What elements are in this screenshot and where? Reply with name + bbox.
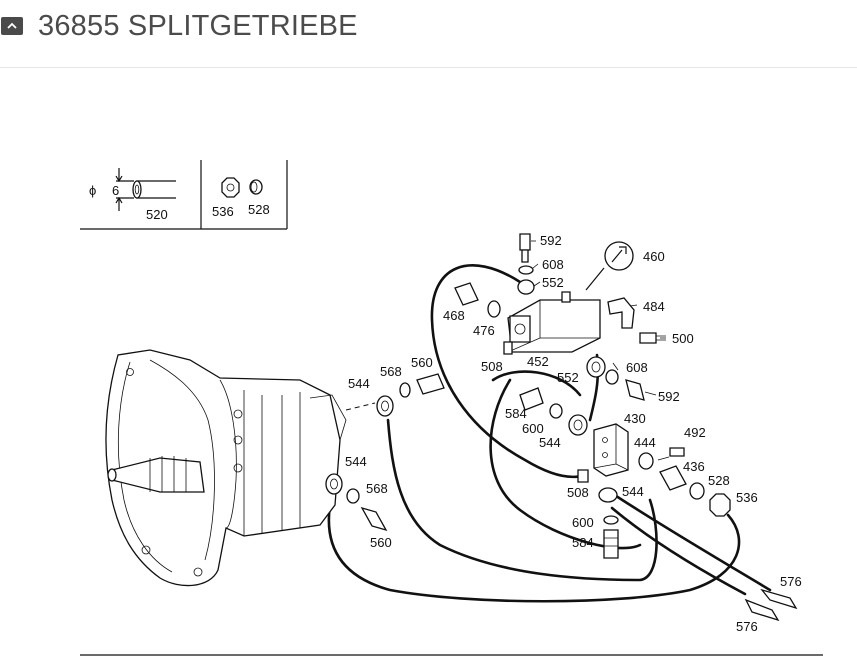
callout-560-b: 560	[370, 535, 392, 550]
hose-lines	[327, 264, 772, 603]
exploded-view-drawing: ϕ 6 520 536 528	[80, 160, 823, 656]
wrench-tool-icon	[585, 241, 634, 291]
page-title: 36855 SPLITGETRIEBE	[38, 10, 358, 42]
callout-584-b: 584	[572, 535, 594, 550]
callout-528: 528	[248, 202, 270, 217]
callout-436: 436	[683, 459, 705, 474]
callout-552-top: 552	[542, 275, 564, 290]
diameter-value: 6	[112, 183, 119, 198]
callout-492: 492	[684, 425, 706, 440]
callout-484: 484	[643, 299, 665, 314]
callout-568-a: 568	[380, 364, 402, 379]
callout-584-a: 584	[505, 406, 527, 421]
callout-536: 536	[212, 204, 234, 219]
chevron-up-icon	[7, 22, 17, 29]
callout-444: 444	[634, 435, 656, 450]
callout-592-mid: 592	[658, 389, 680, 404]
callout-508-bot: 508	[567, 485, 589, 500]
callout-528: 528	[708, 473, 730, 488]
callout-592-top: 592	[540, 233, 562, 248]
ring-528-part	[249, 179, 263, 195]
callout-568-b: 568	[366, 481, 388, 496]
callout-544-b: 544	[539, 435, 561, 450]
callout-500: 500	[672, 331, 694, 346]
callout-608-top: 608	[542, 257, 564, 272]
callout-labels: 592 608 552 460 468 476 484 500 508 452 …	[345, 233, 802, 634]
page-header: 36855 SPLITGETRIEBE	[0, 0, 857, 68]
gearbox-housing	[105, 349, 376, 587]
fittings	[325, 233, 798, 622]
callout-460: 460	[643, 249, 665, 264]
inset-detail-box: ϕ 6 520 536 528	[80, 160, 288, 230]
callout-544-c: 544	[345, 454, 367, 469]
callout-544-a: 544	[348, 376, 370, 391]
callout-600-b: 600	[572, 515, 594, 530]
callout-576-b: 576	[736, 619, 758, 634]
collapse-toggle-button[interactable]	[1, 17, 23, 35]
callout-576-a: 576	[780, 574, 802, 589]
callout-508-top: 508	[481, 359, 503, 374]
diameter-symbol: ϕ	[89, 183, 96, 198]
callout-430: 430	[624, 411, 646, 426]
nut-536-part	[221, 177, 240, 198]
callout-608-mid: 608	[626, 360, 648, 375]
tube-520-part	[115, 168, 176, 211]
callout-452: 452	[527, 354, 549, 369]
callout-476: 476	[473, 323, 495, 338]
callout-600-a: 600	[522, 421, 544, 436]
callout-544-d: 544	[622, 484, 644, 499]
leader-lines	[531, 240, 670, 461]
callout-536: 536	[736, 490, 758, 505]
callout-520: 520	[146, 207, 168, 222]
parts-diagram: ϕ 6 520 536 528	[0, 68, 857, 659]
callout-560-a: 560	[411, 355, 433, 370]
callout-468: 468	[443, 308, 465, 323]
split-valve-assembly	[507, 291, 601, 353]
callout-552-mid: 552	[557, 370, 579, 385]
